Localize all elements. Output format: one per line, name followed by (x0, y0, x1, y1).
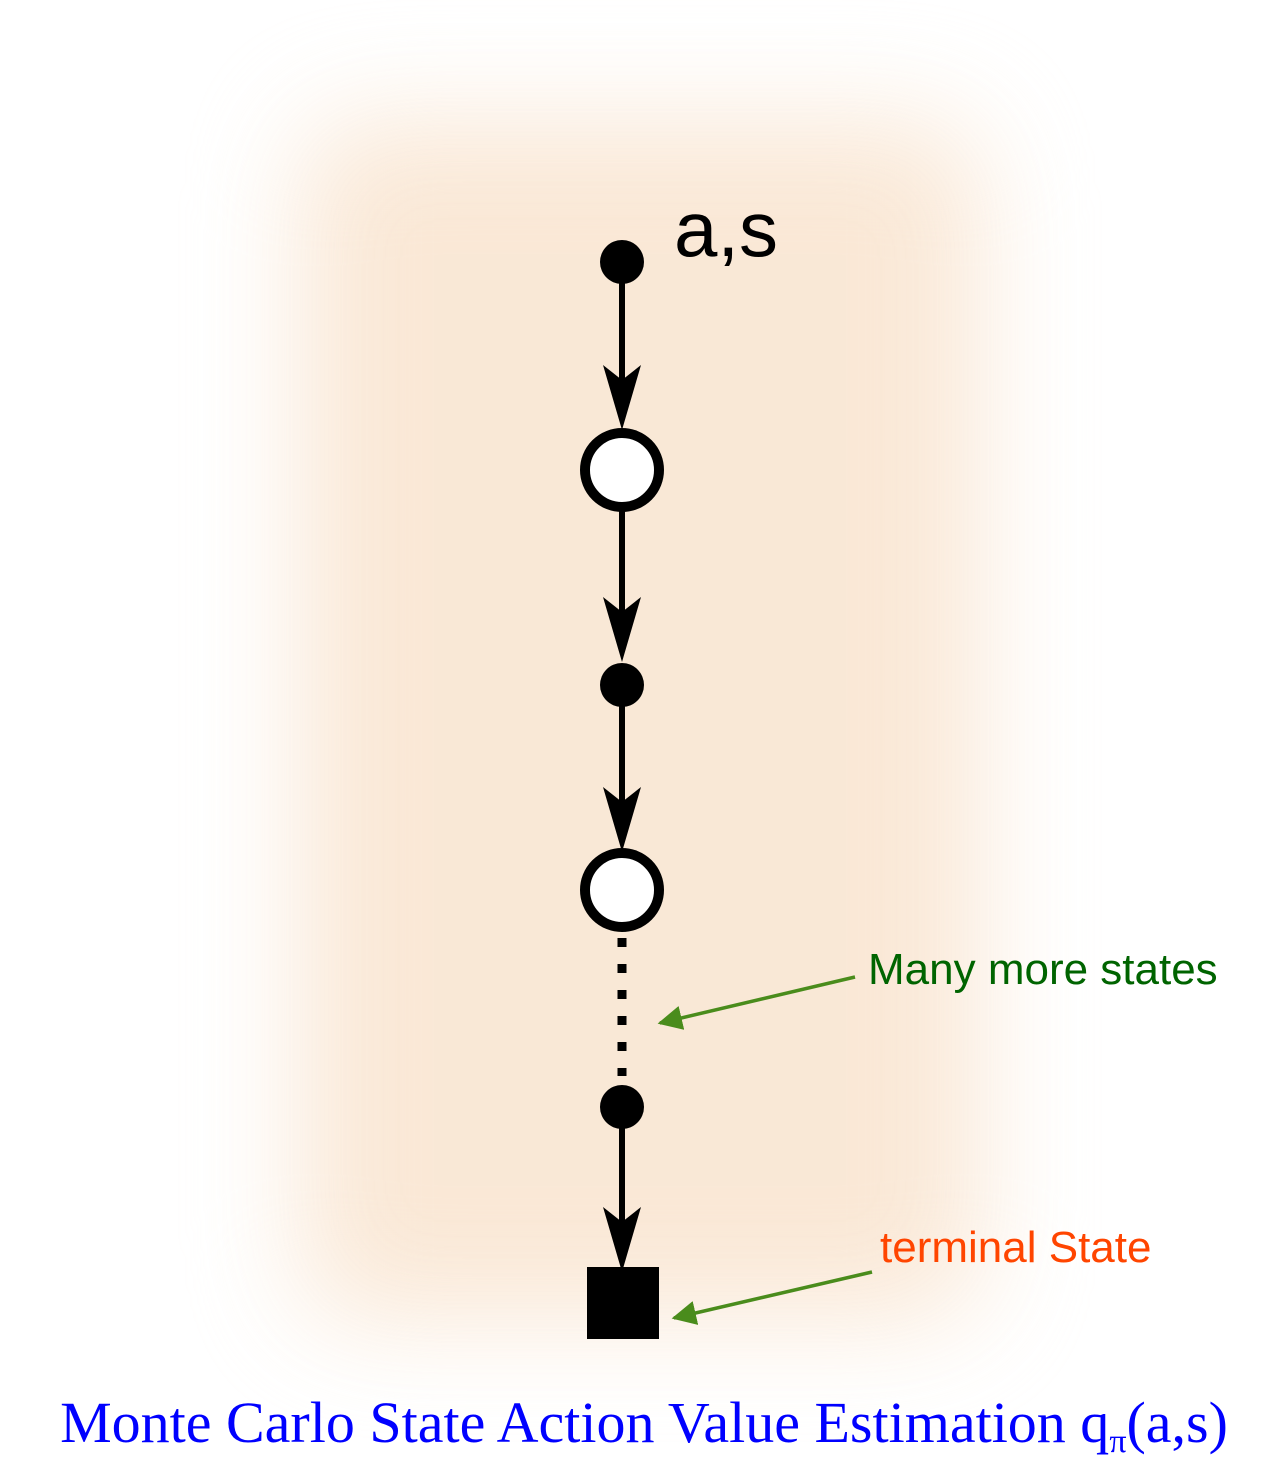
many-states-label: Many more states (868, 945, 1218, 994)
edge-3 (603, 685, 641, 852)
action-node-3 (600, 1085, 644, 1129)
state-node-2 (580, 848, 664, 932)
background-glow (300, 120, 980, 1320)
terminal-node (587, 1267, 659, 1339)
figure-caption: Monte Carlo State Action Value Estimatio… (0, 1388, 1288, 1477)
edge-2 (603, 508, 641, 662)
backup-diagram: a,s Many more states terminal State (580, 185, 1218, 1339)
caption-tail: (a,s) (1126, 1390, 1228, 1455)
action-node-2 (600, 663, 644, 707)
caption-subscript: π (1109, 1423, 1127, 1460)
root-node-label: a,s (674, 185, 778, 273)
pointer-many-states (657, 975, 856, 1030)
caption-main: Monte Carlo State Action Value Estimatio… (60, 1390, 1110, 1455)
state-node-1 (580, 428, 664, 512)
edge-4 (603, 1108, 641, 1272)
action-node-root (600, 240, 644, 284)
terminal-state-label: terminal State (880, 1223, 1151, 1272)
edge-1 (603, 262, 641, 430)
pointer-terminal (671, 1270, 873, 1325)
